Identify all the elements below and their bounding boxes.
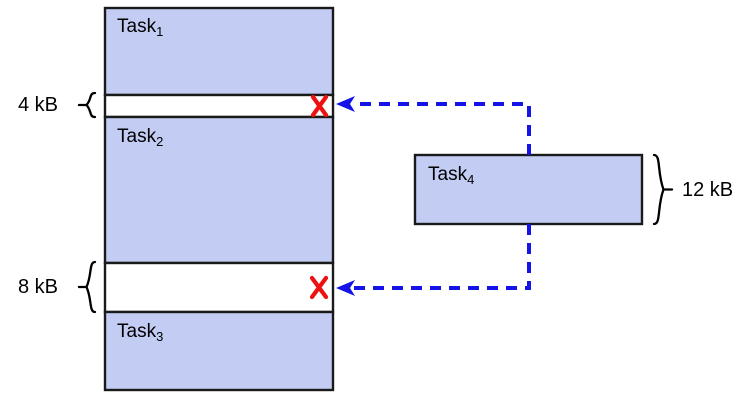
memory-hole-8kb	[103, 261, 335, 314]
arrowhead-8kb	[336, 280, 355, 296]
reject-x-8kb	[309, 275, 329, 300]
label-task2-subscript: 2	[156, 134, 164, 149]
label-task3: Task3	[117, 321, 164, 344]
label-task2-text: Task	[117, 126, 157, 147]
label-task3-text: Task	[117, 321, 157, 342]
memory-block-task3	[103, 310, 335, 392]
arrowhead-4kb	[336, 96, 355, 112]
brace-12kb	[652, 153, 665, 226]
task4-rect	[413, 153, 644, 226]
label-task2: Task2	[117, 126, 164, 149]
memory-hole-4kb	[103, 93, 335, 119]
arrow-task4-to-8kb-hole	[352, 224, 531, 290]
label-task1-text: Task	[117, 16, 157, 37]
label-task3-subscript: 3	[156, 329, 164, 344]
label-task4: Task4	[428, 164, 475, 187]
size-label-8kb: 8 kB	[18, 276, 59, 298]
size-label-4kb: 4 kB	[18, 94, 59, 116]
memory-block-task2	[103, 115, 335, 265]
memory-block-task1	[103, 6, 335, 97]
label-task1: Task1	[117, 16, 164, 39]
brace-4kb	[84, 91, 97, 119]
reject-x-4kb	[310, 94, 329, 118]
label-task4-text: Task	[428, 164, 468, 185]
label-task1-subscript: 1	[156, 24, 164, 39]
brace-8kb	[85, 260, 97, 314]
arrow-task4-to-4kb-hole	[352, 102, 531, 155]
size-label-12kb: 12 kB	[682, 179, 734, 201]
label-task4-subscript: 4	[467, 172, 475, 187]
